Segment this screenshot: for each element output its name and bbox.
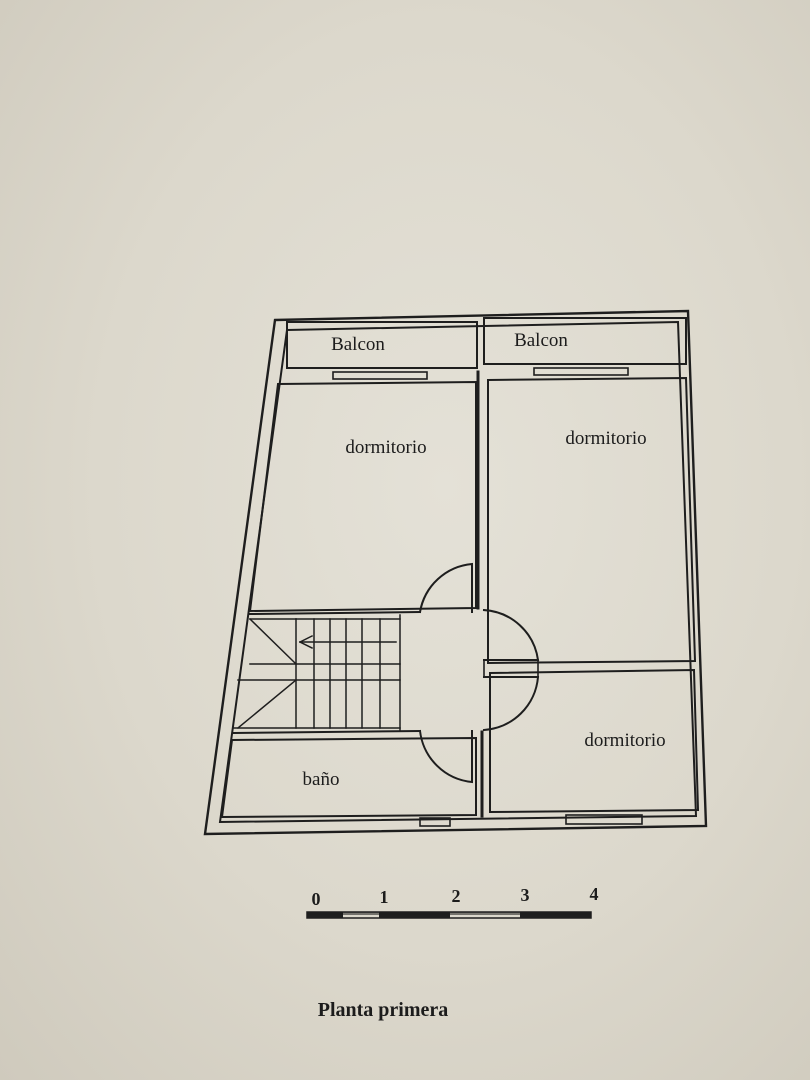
room-dormitorio-right <box>487 376 697 665</box>
staircase <box>233 614 401 731</box>
wall-hall-top <box>248 610 422 616</box>
scale-tick-1: 1 <box>380 887 389 907</box>
wall-hall-bottom <box>232 729 422 735</box>
door-swing-dormitorio-bottom <box>482 676 540 732</box>
window-balcony-right <box>533 367 629 376</box>
door-swing-dormitorio-left <box>418 562 473 614</box>
window-balcony-left <box>332 371 428 380</box>
plan-caption: Planta primera <box>318 999 449 1021</box>
label-bano: baño <box>303 769 340 790</box>
balcony-left <box>286 321 478 369</box>
scale-tick-2: 2 <box>452 886 461 906</box>
label-dormitorio-left: dormitorio <box>345 437 426 458</box>
scale-bar <box>306 911 592 919</box>
label-balcon-left: Balcon <box>331 334 385 355</box>
balcony-right <box>483 317 687 365</box>
room-bano <box>220 736 477 819</box>
door-swing-dormitorio-right <box>482 608 540 661</box>
window-dormitorio-bottom <box>565 814 643 825</box>
label-balcon-right: Balcon <box>514 330 568 351</box>
scale-tick-3: 3 <box>521 885 530 905</box>
window-bano <box>419 817 451 827</box>
scale-tick-0: 0 <box>312 889 321 909</box>
room-dormitorio-bottom <box>489 668 700 814</box>
door-swing-bano <box>418 729 473 784</box>
label-dormitorio-bottom: dormitorio <box>584 730 665 751</box>
outer-wall-inner-outline <box>218 320 698 824</box>
door-leaf-center <box>483 659 539 678</box>
scale-tick-4: 4 <box>590 884 599 904</box>
label-dormitorio-right: dormitorio <box>565 428 646 449</box>
room-dormitorio-left <box>248 380 477 613</box>
outer-wall-outline <box>203 309 708 836</box>
